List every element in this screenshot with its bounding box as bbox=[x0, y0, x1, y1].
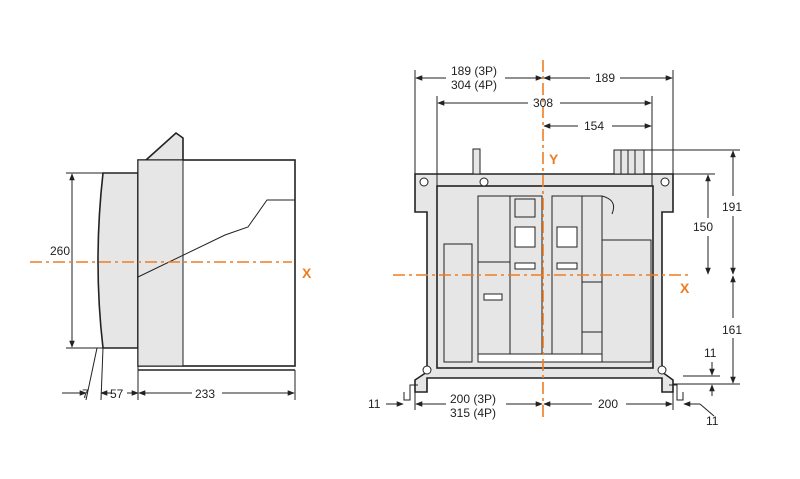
side-view: 260 X 7 57 233 bbox=[30, 131, 312, 401]
side-dim-depth-front-label: 57 bbox=[110, 387, 124, 401]
front-dim-bottom-height-label: 161 bbox=[722, 323, 742, 337]
front-left-pole-block bbox=[477, 195, 511, 363]
front-mount-hole-tc bbox=[479, 177, 489, 187]
front-centre-window-right bbox=[556, 226, 578, 248]
front-foot-right bbox=[669, 384, 684, 401]
side-dim-offset-label: 7 bbox=[82, 387, 89, 401]
front-left-slot bbox=[443, 243, 473, 363]
side-dim-depth-body-label: 233 bbox=[195, 387, 215, 401]
side-x-axis-label: X bbox=[302, 265, 312, 281]
front-y-axis-label: Y bbox=[549, 151, 559, 167]
front-dim-mounting-half-label: 154 bbox=[584, 119, 604, 133]
front-dim-left-half-3p: 189 (3P) bbox=[451, 64, 497, 78]
side-front-panel bbox=[97, 172, 139, 349]
front-mount-hole-br bbox=[657, 365, 667, 375]
front-right-pole-block bbox=[581, 195, 603, 363]
front-right-tall-panel bbox=[601, 239, 652, 363]
front-dim-left-half-4p: 304 (4P) bbox=[451, 78, 497, 92]
front-centre-bar-left bbox=[514, 262, 536, 270]
front-dim-bottom-right-label: 200 bbox=[598, 397, 618, 411]
front-dim-right-half-label: 189 bbox=[595, 71, 615, 85]
front-foot-left bbox=[403, 384, 418, 401]
front-mount-hole-tr bbox=[660, 177, 670, 187]
front-dim-foot-height-label: 11 bbox=[704, 346, 717, 360]
front-dim-bottom-left-4p: 315 (4P) bbox=[450, 406, 496, 420]
front-mount-hole-tl bbox=[419, 177, 429, 187]
front-dim-top-height-label: 191 bbox=[722, 200, 742, 214]
front-centre-window-left bbox=[514, 226, 536, 248]
side-inner-block bbox=[137, 159, 184, 367]
front-centre-top-left bbox=[514, 198, 536, 218]
front-view: Y X 189 (3P) 304 (4P) 189 308 154 191 bbox=[368, 60, 742, 428]
side-top-handle bbox=[143, 131, 184, 161]
front-spring-curve bbox=[601, 195, 615, 215]
front-centre-bar-right bbox=[556, 262, 578, 270]
front-x-axis-label: X bbox=[680, 280, 690, 296]
side-internal-contour bbox=[137, 199, 295, 278]
front-left-pole-handle bbox=[483, 293, 503, 301]
side-ext-d bbox=[100, 347, 104, 401]
front-bottom-strip bbox=[477, 353, 603, 363]
side-ext-a bbox=[85, 347, 98, 401]
front-centre-block-left bbox=[509, 195, 543, 363]
front-dim-mounting-width-label: 308 bbox=[533, 96, 553, 110]
front-dim-foot-right-leader bbox=[699, 403, 715, 417]
front-dim-foot-right-label: 11 bbox=[706, 414, 719, 428]
side-height-label: 260 bbox=[50, 244, 70, 258]
front-top-connector-left bbox=[472, 148, 481, 175]
front-dim-foot-left-label: 11 bbox=[368, 397, 381, 411]
front-top-connector-right bbox=[613, 149, 645, 175]
front-dim-hole-height-label: 150 bbox=[693, 220, 713, 234]
front-dim-bottom-left-3p: 200 (3P) bbox=[450, 392, 496, 406]
front-centre-block-right bbox=[551, 195, 583, 363]
front-mount-hole-bl bbox=[422, 365, 432, 375]
